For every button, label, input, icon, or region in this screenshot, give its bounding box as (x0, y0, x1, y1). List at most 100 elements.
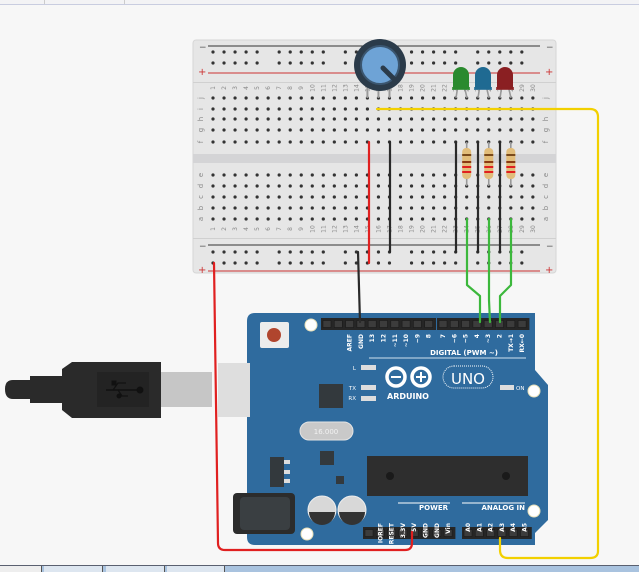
breadboard-hole[interactable] (278, 128, 281, 131)
breadboard-hole[interactable] (410, 117, 413, 120)
breadboard-hole[interactable] (377, 140, 380, 143)
breadboard-hole[interactable] (300, 195, 303, 198)
breadboard-hole[interactable] (410, 140, 413, 143)
rail-hole[interactable] (498, 261, 501, 264)
breadboard-hole[interactable] (487, 206, 490, 209)
breadboard-hole[interactable] (520, 117, 523, 120)
header-pin[interactable] (365, 530, 373, 537)
breadboard-hole[interactable] (311, 107, 314, 110)
rail-hole[interactable] (322, 50, 325, 53)
breadboard-hole[interactable] (421, 206, 424, 209)
rail-hole[interactable] (454, 61, 457, 64)
header-pin[interactable] (391, 321, 399, 328)
rail-hole[interactable] (432, 61, 435, 64)
breadboard-hole[interactable] (256, 184, 259, 187)
breadboard-hole[interactable] (211, 206, 214, 209)
rail-hole[interactable] (311, 50, 314, 53)
breadboard-hole[interactable] (267, 195, 270, 198)
header-pin[interactable] (334, 321, 342, 328)
breadboard-hole[interactable] (443, 117, 446, 120)
breadboard-hole[interactable] (322, 96, 325, 99)
breadboard-hole[interactable] (333, 96, 336, 99)
rail-hole[interactable] (476, 61, 479, 64)
breadboard-hole[interactable] (278, 96, 281, 99)
breadboard-hole[interactable] (211, 128, 214, 131)
breadboard-hole[interactable] (278, 107, 281, 110)
rail-hole[interactable] (289, 61, 292, 64)
breadboard-hole[interactable] (377, 206, 380, 209)
breadboard-hole[interactable] (531, 195, 534, 198)
breadboard-hole[interactable] (520, 173, 523, 176)
breadboard-hole[interactable] (256, 107, 259, 110)
breadboard-hole[interactable] (344, 117, 347, 120)
breadboard-hole[interactable] (222, 140, 225, 143)
rail-hole[interactable] (443, 50, 446, 53)
breadboard-hole[interactable] (432, 128, 435, 131)
breadboard-hole[interactable] (443, 173, 446, 176)
breadboard-hole[interactable] (443, 217, 446, 220)
breadboard-hole[interactable] (300, 96, 303, 99)
breadboard-hole[interactable] (211, 173, 214, 176)
rail-hole[interactable] (443, 250, 446, 253)
breadboard-hole[interactable] (531, 96, 534, 99)
breadboard-hole[interactable] (322, 128, 325, 131)
breadboard-hole[interactable] (311, 217, 314, 220)
rail-hole[interactable] (498, 61, 501, 64)
breadboard-hole[interactable] (443, 128, 446, 131)
breadboard-hole[interactable] (244, 117, 247, 120)
rail-hole[interactable] (520, 50, 523, 53)
resistor[interactable] (484, 148, 493, 179)
breadboard-hole[interactable] (355, 107, 358, 110)
breadboard-hole[interactable] (432, 140, 435, 143)
resistor[interactable] (506, 148, 515, 179)
rail-hole[interactable] (432, 250, 435, 253)
breadboard-hole[interactable] (300, 206, 303, 209)
breadboard-hole[interactable] (256, 195, 259, 198)
breadboard-hole[interactable] (222, 217, 225, 220)
rail-hole[interactable] (377, 261, 380, 264)
breadboard-hole[interactable] (311, 117, 314, 120)
breadboard-hole[interactable] (322, 117, 325, 120)
header-pin[interactable] (346, 321, 354, 328)
breadboard-hole[interactable] (311, 184, 314, 187)
rail-hole[interactable] (233, 250, 236, 253)
breadboard-hole[interactable] (211, 140, 214, 143)
breadboard-hole[interactable] (322, 107, 325, 110)
rail-hole[interactable] (432, 50, 435, 53)
breadboard-hole[interactable] (222, 96, 225, 99)
usb-cable[interactable] (5, 362, 250, 418)
rail-hole[interactable] (289, 50, 292, 53)
rail-hole[interactable] (487, 61, 490, 64)
breadboard-hole[interactable] (322, 140, 325, 143)
breadboard-hole[interactable] (267, 206, 270, 209)
resistor[interactable] (462, 148, 471, 179)
breadboard-hole[interactable] (432, 206, 435, 209)
breadboard-hole[interactable] (256, 117, 259, 120)
breadboard-hole[interactable] (421, 117, 424, 120)
breadboard-hole[interactable] (520, 96, 523, 99)
rail-hole[interactable] (289, 250, 292, 253)
breadboard-hole[interactable] (531, 217, 534, 220)
breadboard-hole[interactable] (421, 217, 424, 220)
breadboard-hole[interactable] (278, 140, 281, 143)
breadboard-hole[interactable] (520, 184, 523, 187)
breadboard-hole[interactable] (256, 140, 259, 143)
breadboard-hole[interactable] (509, 117, 512, 120)
rail-hole[interactable] (344, 261, 347, 264)
rail-hole[interactable] (377, 250, 380, 253)
breadboard-hole[interactable] (443, 195, 446, 198)
breadboard-hole[interactable] (355, 117, 358, 120)
breadboard-hole[interactable] (520, 206, 523, 209)
breadboard-hole[interactable] (267, 184, 270, 187)
breadboard-hole[interactable] (355, 184, 358, 187)
breadboard-hole[interactable] (421, 173, 424, 176)
breadboard-hole[interactable] (233, 195, 236, 198)
breadboard-hole[interactable] (432, 96, 435, 99)
breadboard-hole[interactable] (244, 217, 247, 220)
breadboard-hole[interactable] (421, 128, 424, 131)
breadboard-hole[interactable] (432, 117, 435, 120)
rail-hole[interactable] (421, 261, 424, 264)
header-pin[interactable] (518, 321, 526, 328)
rail-hole[interactable] (222, 250, 225, 253)
breadboard-hole[interactable] (233, 173, 236, 176)
